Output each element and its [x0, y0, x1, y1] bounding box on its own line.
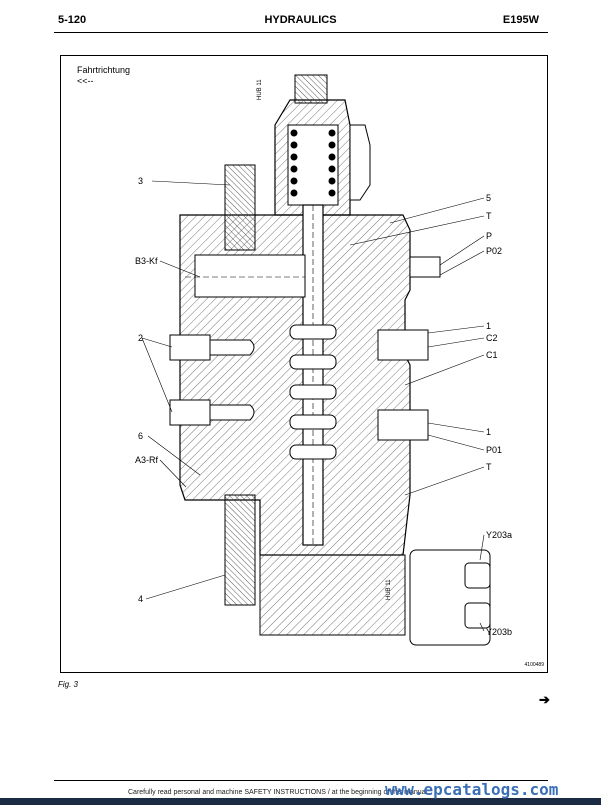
callout-2: 2: [138, 333, 143, 343]
footer-rule: [54, 780, 548, 781]
hydraulic-valve-drawing: Fahrtrichtung <<--: [77, 65, 512, 646]
callout-4: 4: [138, 594, 143, 604]
callout-p01: P01: [486, 445, 502, 455]
callout-1-lower: 1: [486, 427, 491, 437]
callout-5: 5: [486, 193, 491, 203]
callout-c2: C2: [486, 333, 498, 343]
watermark-bar: [0, 798, 601, 805]
callout-t-upper: T: [486, 211, 492, 221]
callout-1-upper: 1: [486, 321, 491, 331]
direction-arrow: <<--: [77, 76, 94, 86]
direction-label: Fahrtrichtung: [77, 65, 130, 75]
callout-y203a: Y203a: [486, 530, 512, 540]
callout-b3-kf: B3-Kf: [135, 256, 158, 266]
callout-6: 6: [138, 431, 143, 441]
callout-a3-rf: A3-Rf: [135, 455, 159, 465]
callout-p02: P02: [486, 246, 502, 256]
drawing-number: 4100489: [524, 662, 544, 668]
model-name: E195W: [502, 14, 539, 26]
section-title: HYDRAULICS: [264, 14, 337, 26]
stroke-label-top: HUB 11: [257, 79, 263, 100]
next-page-arrow-icon[interactable]: ➔: [539, 692, 550, 707]
stroke-label-bottom: HUB 11: [386, 579, 392, 600]
callout-p: P: [486, 231, 492, 241]
callout-3: 3: [138, 176, 143, 186]
callout-t-lower: T: [486, 462, 492, 472]
watermark[interactable]: www.epcatalogs.com: [385, 780, 559, 799]
safety-notice: Carefully read personal and machine SAFE…: [128, 789, 428, 796]
callout-y203b: Y203b: [486, 627, 512, 637]
figure-frame: [60, 55, 548, 673]
figure-caption: Fig. 3: [58, 680, 79, 689]
page-number: 5-120: [58, 14, 87, 26]
callout-c1: C1: [486, 350, 498, 360]
valve-body: [169, 74, 491, 646]
header-rule: [54, 32, 548, 33]
